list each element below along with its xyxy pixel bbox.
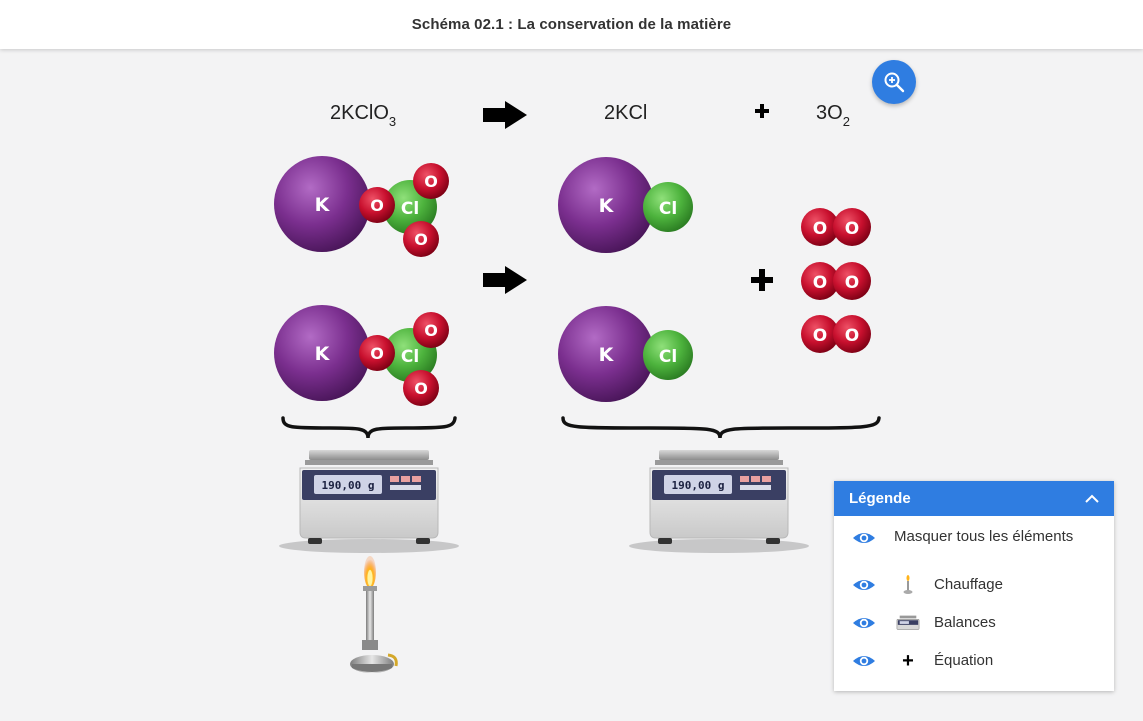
chlorine-atom <box>643 182 693 232</box>
oxygen-atom <box>403 370 439 406</box>
legend-header[interactable]: Légende <box>834 481 1114 516</box>
svg-text:O: O <box>813 219 827 239</box>
svg-text:O: O <box>424 172 438 191</box>
left-scale-reading: 190,00 g <box>322 479 375 492</box>
svg-text:O: O <box>845 326 859 346</box>
oxygen-atom <box>413 163 449 199</box>
legend-title: Légende <box>849 490 911 507</box>
potassium-atom <box>274 156 370 252</box>
svg-text:K: K <box>599 344 615 366</box>
o2-molecule-2: O O <box>801 262 871 300</box>
potassium-atom <box>274 305 370 401</box>
equation-reactant: 2KClO3 <box>330 102 396 129</box>
svg-text:Cl: Cl <box>401 347 419 367</box>
left-brace <box>281 416 457 439</box>
svg-text:K: K <box>315 194 331 216</box>
zoom-in-button[interactable] <box>872 60 916 104</box>
oxygen-atom <box>833 262 871 300</box>
kcl-molecule-2: K Cl <box>558 306 693 402</box>
kclo3-molecule-1: K Cl O O O <box>274 156 449 257</box>
zoom-in-icon <box>884 72 905 93</box>
svg-text:Cl: Cl <box>401 199 419 219</box>
oxygen-atom <box>801 315 839 353</box>
scale-icon <box>896 612 920 634</box>
kclo3-molecule-2: K Cl O O O <box>274 305 449 406</box>
svg-text:O: O <box>370 196 384 215</box>
legend-item-label: Équation <box>934 652 994 669</box>
reaction-arrow <box>483 266 527 294</box>
right-scale: 190,00 g <box>629 450 809 553</box>
legend-hide-all[interactable]: Masquer tous les éléments <box>834 523 1114 553</box>
oxygen-atom <box>833 208 871 246</box>
right-brace <box>561 416 881 439</box>
eye-icon[interactable] <box>852 530 876 546</box>
chlorine-atom <box>643 330 693 380</box>
left-scale: 190,00 g <box>279 450 459 553</box>
oxygen-atom <box>801 262 839 300</box>
svg-text:K: K <box>315 343 331 365</box>
reaction-diagram: 2KClO3 2KCl 3O2 K Cl O O O K Cl O O O K <box>274 101 881 673</box>
equation-plus-icon <box>755 104 769 118</box>
svg-text:O: O <box>813 326 827 346</box>
svg-text:Cl: Cl <box>659 199 677 219</box>
legend-item-label: Chauffage <box>934 576 1003 593</box>
legend-item-equation[interactable]: + Équation <box>834 646 1114 676</box>
oxygen-atom <box>359 187 395 223</box>
legend-item-label: Balances <box>934 614 996 631</box>
legend-item-chauffage[interactable]: Chauffage <box>834 570 1114 600</box>
kcl-molecule-1: K Cl <box>558 157 693 253</box>
bunsen-burner <box>350 556 398 673</box>
oxygen-atom <box>833 315 871 353</box>
svg-text:K: K <box>599 195 615 217</box>
legend-hide-all-label: Masquer tous les éléments <box>894 528 1074 545</box>
svg-text:O: O <box>414 230 428 249</box>
svg-text:O: O <box>414 379 428 398</box>
products-plus-icon <box>751 269 773 291</box>
o2-molecule-1: O O <box>801 208 871 246</box>
eye-icon[interactable] <box>852 577 876 593</box>
svg-text:O: O <box>845 219 859 239</box>
equation-product-o2: 3O2 <box>816 102 850 129</box>
equation-arrow <box>483 101 527 129</box>
bunsen-burner-icon <box>896 574 920 596</box>
oxygen-atom <box>403 221 439 257</box>
svg-text:O: O <box>424 321 438 340</box>
top-bar: Schéma 02.1 : La conservation de la mati… <box>0 0 1143 49</box>
potassium-atom <box>558 306 654 402</box>
legend-panel: Légende Masquer tous les éléments Chauff… <box>834 481 1114 691</box>
eye-icon[interactable] <box>852 615 876 631</box>
o2-molecule-3: O O <box>801 315 871 353</box>
svg-text:Cl: Cl <box>659 347 677 367</box>
plus-icon: + <box>902 650 914 672</box>
oxygen-atom <box>413 312 449 348</box>
chevron-up-icon[interactable] <box>1084 494 1100 504</box>
svg-text:O: O <box>370 344 384 363</box>
eye-icon[interactable] <box>852 653 876 669</box>
right-scale-reading: 190,00 g <box>672 479 725 492</box>
svg-text:O: O <box>845 273 859 293</box>
potassium-atom <box>558 157 654 253</box>
legend-item-balances[interactable]: Balances <box>834 608 1114 638</box>
oxygen-atom <box>359 335 395 371</box>
page-title: Schéma 02.1 : La conservation de la mati… <box>411 16 732 33</box>
oxygen-atom <box>801 208 839 246</box>
equation-product-kcl: 2KCl <box>604 102 647 124</box>
svg-text:O: O <box>813 273 827 293</box>
